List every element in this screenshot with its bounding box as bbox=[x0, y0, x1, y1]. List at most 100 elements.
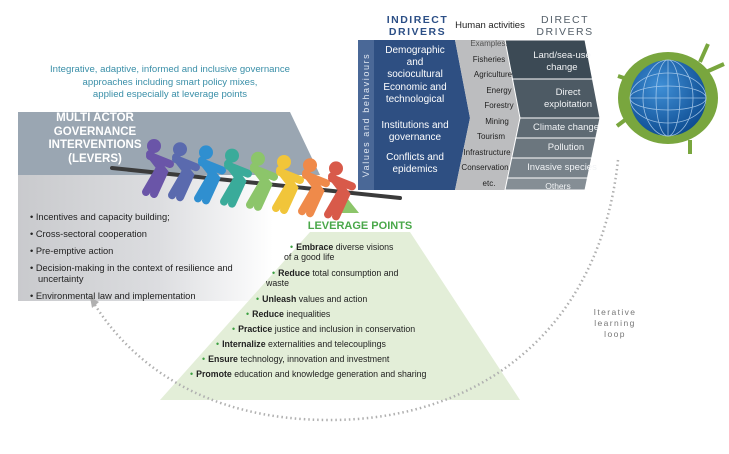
leverage-point-text: values and action bbox=[296, 294, 368, 304]
direct-driver-item: Climate change bbox=[516, 122, 616, 134]
values-behaviours-label: Values and behaviours bbox=[361, 52, 371, 178]
header-line: DIRECT bbox=[540, 14, 590, 26]
direct-drivers-header: DIRECT DRIVERS bbox=[510, 14, 620, 38]
human-activity-item: Agriculture bbox=[473, 70, 513, 79]
direct-driver-line: Pollution bbox=[547, 142, 585, 153]
iterative-loop-label: Iterative learning loop bbox=[585, 307, 645, 340]
leverage-point-text: externalities and telecouplings bbox=[265, 339, 386, 349]
indirect-drivers-panel bbox=[374, 40, 470, 190]
leverage-point-text: education and knowledge generation and s… bbox=[231, 369, 427, 379]
indirect-driver-line: Economic and bbox=[383, 82, 447, 93]
leverage-point-text: justice and inclusion in conservation bbox=[272, 324, 416, 334]
human-activity-item: etc. bbox=[482, 178, 496, 188]
indirect-driver-line: technological bbox=[385, 94, 445, 105]
direct-driver-line: Direct bbox=[555, 87, 581, 98]
leverage-point-text: inequalities bbox=[283, 309, 331, 319]
indirect-driver-line: Institutions and bbox=[381, 120, 449, 131]
leverage-point-item: •Reduce inequalities bbox=[246, 309, 330, 319]
leverage-point-verb: Internalize bbox=[222, 339, 266, 349]
person-figure-icon bbox=[194, 145, 226, 205]
governance-intro-text: Integrative, adaptive, informed and incl… bbox=[20, 64, 320, 102]
loop-label-line: loop bbox=[604, 329, 626, 339]
levers-title-line: MULTI ACTOR bbox=[56, 112, 134, 124]
loop-arrowhead-icon bbox=[90, 297, 99, 308]
leverage-point-verb: Unleash bbox=[262, 294, 297, 304]
bullet-icon: • bbox=[256, 294, 260, 304]
indirect-drivers-header: INDIRECT DRIVERS bbox=[370, 14, 465, 38]
lever-item: • Decision-making in the context of resi… bbox=[30, 263, 233, 284]
bullet-icon: • bbox=[216, 339, 220, 349]
header-line: DRIVERS bbox=[388, 26, 447, 38]
indirect-driver-line: Conflicts and bbox=[386, 152, 444, 163]
human-activity-item: Energy bbox=[486, 85, 512, 95]
levers-list: • Incentives and capacity building; • Cr… bbox=[30, 212, 260, 308]
leverage-point-verb: Ensure bbox=[208, 354, 238, 364]
human-activity-item: Infrastructure bbox=[463, 147, 511, 157]
leverage-point-text: technology, innovation and investment bbox=[237, 354, 390, 364]
leverage-point-text-cont: waste bbox=[266, 278, 289, 288]
leverage-point-item: •Practice justice and inclusion in conse… bbox=[232, 324, 415, 334]
direct-driver-line: Land/sea-use bbox=[533, 50, 591, 61]
direct-driver-line: Climate change bbox=[532, 122, 599, 133]
loop-label-line: learning bbox=[594, 318, 636, 328]
direct-driver-line: Invasive species bbox=[527, 162, 597, 173]
leverage-point-verb: Embrace bbox=[296, 242, 334, 252]
leverage-point-verb: Practice bbox=[238, 324, 273, 334]
bullet-icon: • bbox=[190, 369, 194, 379]
person-figure-icon bbox=[324, 161, 356, 221]
header-line: DRIVERS bbox=[536, 26, 594, 38]
intro-line: applied especially at leverage points bbox=[92, 89, 248, 100]
leverage-pyramid bbox=[160, 232, 520, 400]
person-figure-icon bbox=[272, 155, 304, 214]
indirect-driver-line: sociocultural bbox=[387, 69, 443, 80]
levers-banner bbox=[18, 112, 320, 175]
bullet-icon: • bbox=[290, 242, 294, 252]
intro-line: Integrative, adaptive, informed and incl… bbox=[50, 64, 290, 75]
human-activity-item: Forestry bbox=[484, 101, 514, 110]
leverage-point-item: •Ensure technology, innovation and inves… bbox=[202, 354, 389, 364]
globe-icon bbox=[615, 43, 725, 154]
direct-driver-item: Invasive species bbox=[512, 162, 612, 174]
values-behaviours-bar: Values and behaviours bbox=[358, 40, 374, 190]
person-figure-icon bbox=[246, 151, 278, 211]
indirect-driver-line: and bbox=[406, 57, 424, 68]
direct-driver-row bbox=[504, 177, 589, 191]
leverage-point-text-cont: of a good life bbox=[284, 252, 335, 262]
person-figure-icon bbox=[142, 139, 174, 198]
person-figure-icon bbox=[298, 158, 330, 218]
direct-driver-item: Others bbox=[508, 180, 608, 192]
person-figure-icon bbox=[220, 148, 252, 208]
leverage-point-text: total consumption and bbox=[309, 268, 399, 278]
leverage-point-verb: Reduce bbox=[278, 268, 310, 278]
leverage-point-item: •Reduce total consumption and waste bbox=[266, 268, 399, 288]
direct-driver-line: exploitation bbox=[543, 99, 593, 110]
leverage-point-verb: Reduce bbox=[252, 309, 284, 319]
leverage-point-item: •Internalize externalities and telecoupl… bbox=[216, 339, 386, 349]
human-activity-item: Fisheries bbox=[472, 54, 506, 64]
indirect-driver-line: epidemics bbox=[392, 164, 438, 175]
levers-title: MULTI ACTOR GOVERNANCE INTERVENTIONS (LE… bbox=[20, 112, 170, 166]
human-activity-item: Mining bbox=[485, 116, 509, 126]
lever-item: • Environmental law and implementation bbox=[30, 291, 196, 301]
bullet-icon: • bbox=[202, 354, 206, 364]
human-activities-header: Human activities bbox=[455, 20, 525, 31]
lever-item: • Cross-sectoral cooperation bbox=[30, 229, 147, 239]
bullet-icon: • bbox=[246, 309, 250, 319]
intro-line: approaches including smart policy mixes, bbox=[82, 76, 258, 88]
header-line: INDIRECT bbox=[386, 14, 449, 26]
lever-item: • Incentives and capacity building; bbox=[30, 212, 170, 222]
human-activities-panel bbox=[455, 40, 520, 190]
direct-driver-line: Others bbox=[545, 181, 571, 191]
leverage-point-verb: Promote bbox=[196, 369, 232, 379]
bullet-icon: • bbox=[272, 268, 276, 278]
direct-driver-line: change bbox=[546, 62, 578, 73]
bullet-icon: • bbox=[232, 324, 236, 334]
loop-label-line: Iterative bbox=[593, 307, 637, 317]
